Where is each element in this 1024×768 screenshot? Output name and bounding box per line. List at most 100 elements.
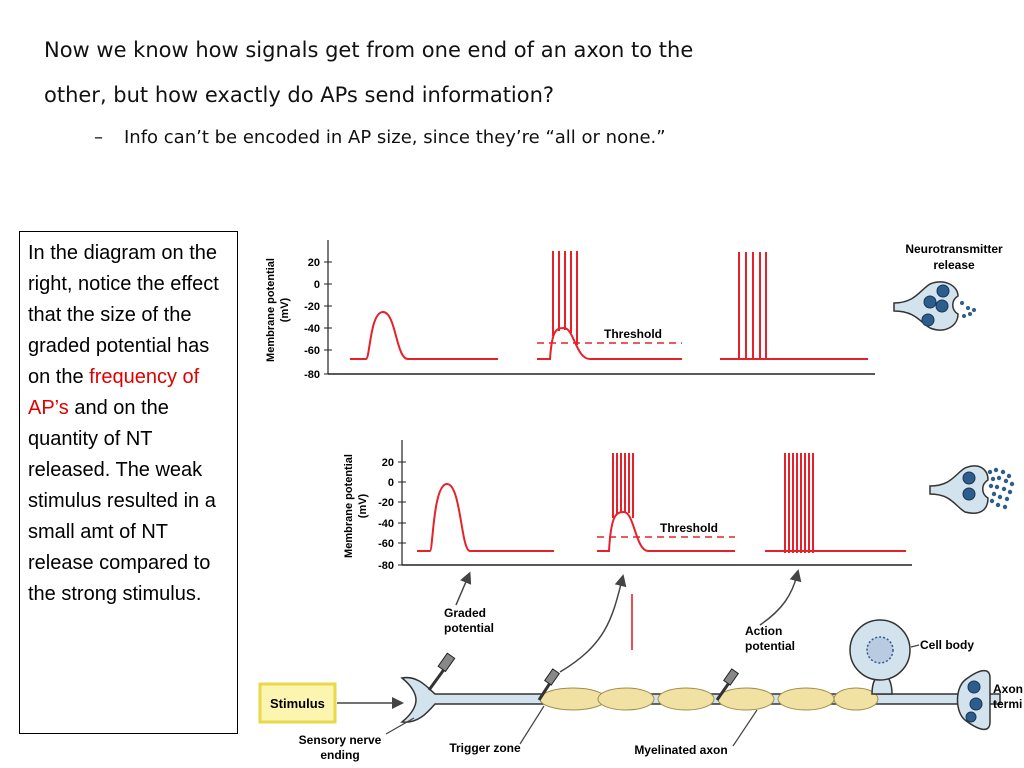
tick-20: 20	[308, 257, 332, 269]
graded-potential-trace	[417, 482, 554, 552]
tick-20: 20	[382, 457, 406, 469]
tick-minus-60: -60	[378, 538, 406, 550]
cell-body-label: Cell body	[920, 638, 974, 652]
y-axis-unit: (mV)	[357, 493, 369, 518]
nt-release-label: Neurotransmitter	[905, 242, 1003, 256]
vesicle-icon	[962, 487, 976, 501]
tick-label: -40	[304, 323, 320, 335]
axon-terminal-label: termi	[993, 697, 1022, 711]
myelin-segment	[717, 687, 775, 711]
vesicle-icon	[923, 295, 937, 309]
neurotransmitter-dots	[987, 467, 1015, 510]
myelin-sheath	[539, 687, 879, 711]
synapse-strong	[929, 465, 1015, 514]
tick-label: -60	[304, 345, 320, 357]
tick-minus-20: -20	[304, 301, 332, 313]
vesicle-icon	[921, 313, 935, 327]
tick-0: 0	[388, 477, 406, 489]
tick-minus-60: -60	[304, 345, 332, 357]
heading-line-1: Now we know how signals get from one end…	[44, 38, 694, 62]
tick-minus-80: -80	[378, 560, 406, 572]
vesicle-icon	[967, 680, 981, 694]
graded-potential-label: potential	[444, 621, 494, 635]
trigger-arrow	[559, 574, 627, 673]
tick-label: -20	[378, 497, 394, 509]
tick-minus-40: -40	[378, 518, 406, 530]
myelin-segment	[657, 687, 715, 711]
tick-label: 20	[382, 457, 394, 469]
y-axis-unit: (mV)	[279, 297, 291, 322]
tick-label: -80	[304, 369, 320, 381]
ap-spikes-group-2	[738, 252, 767, 359]
heading-line-2: other, but how exactly do APs send infor…	[44, 83, 555, 107]
myelin-segment	[539, 687, 607, 711]
tick-label: 20	[308, 257, 320, 269]
vesicle-icon	[935, 299, 949, 313]
sensory-neuron: Stimulus Cell body Axon termi	[258, 569, 1023, 762]
neurotransmitter-dots	[960, 301, 976, 318]
tick-label: -40	[378, 518, 394, 530]
bullet-dash: –	[94, 127, 103, 148]
tick-label: 0	[388, 477, 394, 489]
tick-minus-80: -80	[304, 369, 332, 381]
myelin-segment	[777, 687, 835, 711]
sensory-ending-label: ending	[320, 748, 359, 762]
ap-spikes-group-1	[612, 453, 634, 518]
tick-0: 0	[314, 279, 332, 291]
tick-label: 0	[314, 279, 320, 291]
synapse-weak: Neurotransmitter release	[893, 242, 1003, 331]
threshold-label: Threshold	[660, 521, 718, 535]
myelin-segment	[833, 687, 879, 711]
electrode-action	[715, 668, 739, 701]
nucleus-icon	[866, 636, 894, 664]
electrode-tip	[544, 668, 560, 686]
electrode-graded	[427, 652, 456, 691]
strong-stimulus-graph: Membrane potential (mV) 20 0 -20 -40 -60…	[343, 440, 912, 572]
callout-highlight: frequency of AP’s	[28, 366, 200, 419]
tick-label: -20	[304, 301, 320, 313]
y-axis-label: Membrane potential	[265, 258, 277, 362]
cell-body-pointer	[910, 644, 920, 648]
action-potential-label: potential	[745, 639, 795, 653]
explanation-box: In the diagram on the right, notice the …	[19, 231, 238, 734]
slide-heading: Now we know how signals get from one end…	[44, 28, 924, 118]
graded-potential-label: Graded	[444, 606, 486, 620]
graded-arrow	[455, 571, 472, 606]
electrode-trigger	[537, 668, 560, 701]
sub-bullet: – Info can’t be encoded in AP size, sinc…	[94, 122, 914, 154]
tick-label: -60	[378, 538, 394, 550]
electrode-tip	[723, 668, 739, 686]
action-potential-label: Action	[745, 624, 782, 638]
tick-label: -80	[378, 560, 394, 572]
trigger-zone-label: Trigger zone	[449, 741, 521, 755]
stimulus-box	[258, 682, 337, 724]
myelinated-axon-label: Myelinated axon	[634, 743, 727, 757]
graded-potential-trace	[350, 310, 498, 360]
stimulus-label: Stimulus	[270, 696, 325, 711]
ap-spikes-group-1	[552, 251, 578, 345]
sensory-pointer	[385, 717, 415, 735]
action-arrow	[759, 569, 802, 626]
callout-text-before: In the diagram on the right, notice the …	[28, 242, 219, 388]
tick-minus-20: -20	[378, 497, 406, 509]
vesicle-icon	[962, 471, 976, 485]
myelin-segment	[597, 687, 655, 711]
tick-minus-40: -40	[304, 323, 332, 335]
axon-terminal-icon	[929, 465, 989, 514]
weak-stimulus-graph: Membrane potential (mV) 20 0 -20 -40 -60…	[265, 240, 875, 381]
electrode-tip	[437, 652, 456, 673]
sensory-ending-label: Sensory nerve	[299, 733, 382, 747]
bullet-text: Info can’t be encoded in AP size, since …	[124, 127, 666, 148]
threshold-label: Threshold	[604, 327, 662, 341]
vesicle-icon	[969, 697, 983, 711]
vesicle-icon	[965, 711, 977, 723]
myelin-pointer	[732, 709, 758, 747]
vesicle-icon	[936, 284, 950, 298]
axon-terminal-label: Axon	[993, 682, 1023, 696]
ap-spikes-group-2	[784, 453, 814, 553]
y-axis-label: Membrane potential	[343, 454, 355, 558]
trigger-pointer	[519, 705, 545, 745]
nt-release-label: release	[933, 258, 975, 272]
callout-text-after: and on the quantity of NT released. The …	[28, 397, 216, 605]
